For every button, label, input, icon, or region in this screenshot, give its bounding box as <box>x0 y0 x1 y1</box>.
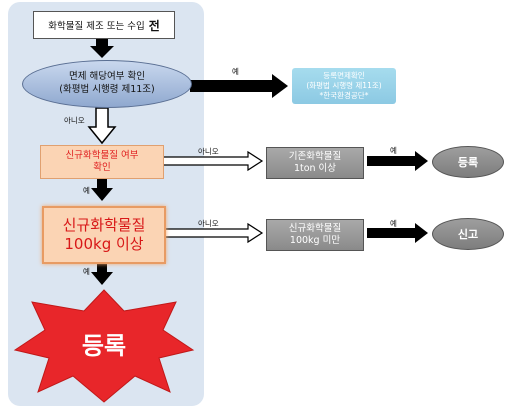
new-substance-check-box: 신규화학물질 여부 확인 <box>40 145 164 179</box>
label-yes-exempt: 예 <box>232 67 239 76</box>
label-yes-existing: 예 <box>390 146 397 155</box>
arrow-right-no-2 <box>161 150 264 172</box>
label-yes-3: 예 <box>83 267 90 276</box>
exempt-check-ellipse: 면제 해당여부 확인 (화평법 시행령 제11조) <box>22 60 192 108</box>
existing-line1: 기존화학물질 <box>288 150 342 162</box>
new-check-line2: 확인 <box>93 162 111 173</box>
label-yes-2: 예 <box>83 186 90 195</box>
report-oval: 신고 <box>432 218 504 250</box>
register-big-text: 등록 <box>81 332 127 360</box>
start-suffix: 전 <box>148 18 160 33</box>
start-box: 화학물질 제조 또는 수입 전 <box>33 11 175 39</box>
existing-substance-box: 기존화학물질 1ton 이상 <box>266 147 364 179</box>
label-no-3: 아니오 <box>198 219 219 228</box>
new-100kg-box: 신규화학물질 100kg 이상 <box>42 206 166 264</box>
report-text: 신고 <box>457 228 479 241</box>
register-oval: 등록 <box>432 146 504 178</box>
new-under-100kg-box: 신규화학물질 100kg 미만 <box>266 219 364 251</box>
arrow-right-exempt <box>190 74 288 98</box>
arrow-down-1 <box>90 38 114 58</box>
new-under-line1: 신규화학물질 <box>288 222 342 234</box>
start-text: 화학물질 제조 또는 수입 <box>48 21 145 32</box>
new-check-line1: 신규화학물질 여부 <box>65 149 139 161</box>
exempt-confirm-line2: (화평법 시행령 제11조) <box>306 81 382 91</box>
arrow-right-yes-1 <box>367 151 428 171</box>
register-star-shape <box>13 289 195 403</box>
arrow-right-yes-2 <box>367 223 428 243</box>
arrow-down-no-1 <box>87 107 117 145</box>
existing-line2: 1ton 이상 <box>293 163 337 174</box>
register-small-text: 등록 <box>457 156 479 169</box>
exempt-confirm-box: 등록면제확인 (화평법 시행령 제11조) *한국환경공단* <box>292 68 396 104</box>
arrow-right-no-3 <box>161 222 264 244</box>
label-no-2: 아니오 <box>198 147 219 156</box>
label-no-1: 아니오 <box>64 116 85 125</box>
new-under-line2: 100kg 미만 <box>289 235 341 246</box>
label-yes-new-under: 예 <box>390 219 397 228</box>
arrow-down-2 <box>91 178 113 201</box>
exempt-line1: 면제 해당여부 확인 <box>69 71 145 83</box>
new-100-line2: 100kg 이상 <box>64 235 144 253</box>
exempt-line2: (화평법 시행령 제11조) <box>59 84 155 95</box>
exempt-confirm-line1: 등록면제확인 <box>323 71 365 81</box>
arrow-down-3 <box>91 262 113 285</box>
exempt-confirm-line3: *한국환경공단* <box>319 90 369 100</box>
new-100-line1: 신규화학물질 <box>62 215 146 234</box>
